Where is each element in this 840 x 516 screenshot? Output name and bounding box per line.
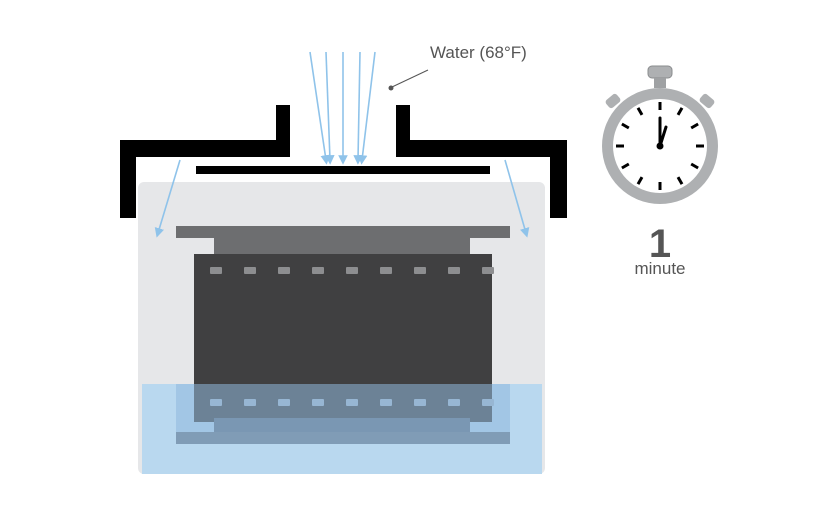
stopwatch-tick: [636, 176, 644, 185]
stopwatch-tick: [690, 162, 699, 170]
film-submerged-tint: [176, 384, 510, 444]
reel-top-hub: [214, 238, 470, 254]
stopwatch-stem: [654, 78, 666, 88]
stopwatch-crown: [647, 65, 673, 79]
sprocket-hole: [414, 267, 426, 274]
stopwatch-tick: [621, 162, 630, 170]
water-label-dot: [388, 85, 394, 91]
stopwatch-tick: [636, 107, 644, 116]
reel-top-flange: [176, 226, 510, 238]
water-streams: [154, 51, 530, 238]
stopwatch-ticks: [616, 102, 704, 190]
water-arrow-icon: [357, 51, 376, 165]
water-label-leader: [391, 69, 429, 88]
sprocket-hole: [482, 267, 494, 274]
timer-value: 1: [648, 222, 672, 266]
water-label: Water (68°F): [430, 43, 527, 62]
film-reel-icon: [176, 226, 510, 444]
stopwatch-icon: [602, 65, 718, 204]
stopwatch-tick: [676, 107, 684, 116]
stopwatch-tick: [676, 176, 684, 185]
stopwatch-right-button: [699, 93, 715, 109]
water-arrow-icon: [325, 51, 335, 165]
stopwatch-center: [656, 142, 664, 150]
stopwatch-tick: [621, 122, 630, 130]
water-arrow-icon: [353, 51, 363, 165]
sprocket-hole: [448, 267, 460, 274]
water-arrow-icon: [154, 159, 181, 238]
sprocket-hole: [380, 267, 392, 274]
sprocket-hole: [346, 267, 358, 274]
timer-unit: minute: [634, 259, 686, 278]
sprocket-hole: [278, 267, 290, 274]
water-arrow-icon: [504, 159, 530, 238]
lid-plate: [196, 166, 490, 174]
stopwatch-left-button: [605, 93, 621, 109]
sprocket-hole: [312, 267, 324, 274]
water-arrow-icon: [309, 51, 331, 165]
sprocket-hole: [244, 267, 256, 274]
sprocket-hole: [210, 267, 222, 274]
stopwatch-tick: [690, 122, 699, 130]
